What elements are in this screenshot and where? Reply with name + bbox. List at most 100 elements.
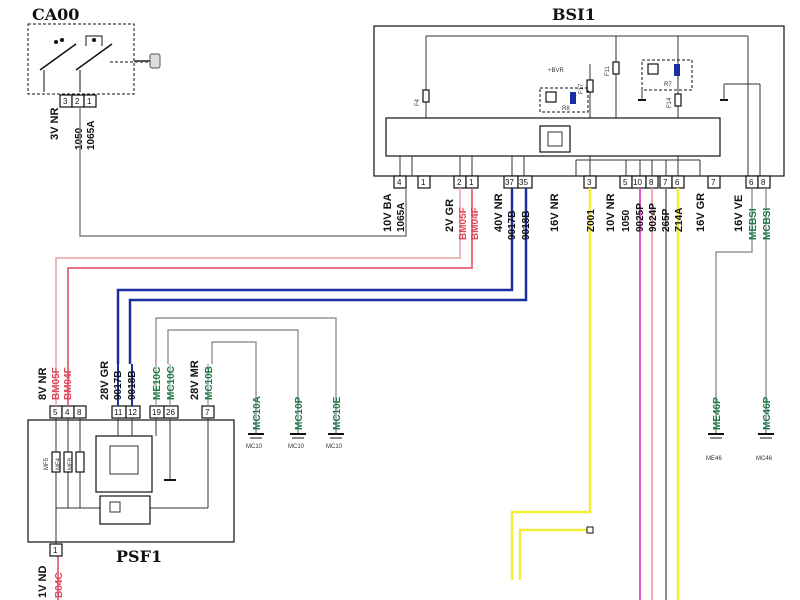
- fuse-icon: [63, 451, 73, 473]
- ground-icon: MC10E MC10: [326, 396, 344, 450]
- ca00-component[interactable]: CA00 3 2 1 3V NR 1050 1065A: [27, 5, 161, 150]
- psf1-connector-label: 1V ND: [37, 566, 49, 598]
- fuse-icon: [612, 61, 620, 75]
- microcontroller-icon: [539, 125, 571, 153]
- wire-label: 9017B: [113, 371, 124, 400]
- bsi1-connector-label: 2V GR: [444, 199, 456, 232]
- splice-point: [586, 526, 594, 534]
- ground-wire-label: MC46P: [762, 396, 773, 430]
- fuse-icon: [586, 79, 594, 93]
- wire-label: B04C: [54, 572, 65, 598]
- wire-label: MC10C: [166, 366, 177, 400]
- bsi1-pin: 10: [633, 178, 642, 187]
- ground-icon: MC10A MC10: [246, 396, 264, 450]
- psf1-connector-label: 8V NR: [37, 368, 49, 400]
- wire-label: 9024P: [648, 203, 659, 232]
- supply-label: +BVR: [548, 68, 565, 74]
- bsi1-wire-labels: 1065A BM05F BM04F 9017B 9018B Z001 1050 …: [396, 203, 773, 240]
- bsi1-pin: 5: [623, 178, 628, 187]
- wire-label: ME10C: [152, 367, 163, 400]
- ca00-pin: 2: [75, 97, 80, 106]
- wire-label: MCBSI: [762, 208, 773, 240]
- fuse-icon: [51, 451, 61, 473]
- bsi1-pin: 35: [519, 178, 528, 187]
- psf1-pin: 7: [205, 408, 210, 417]
- bsi1-connector-label: 16V GR: [695, 193, 707, 232]
- bsi1-component[interactable]: BSI1 F4 F17 F11 F14 +BVR R8 R7: [373, 5, 785, 232]
- fuse-icon: [422, 89, 430, 103]
- bsi1-connector-label: 16V NR: [549, 193, 561, 232]
- ground-wire-label: MC10A: [252, 396, 263, 430]
- ground-wire-label: MC10E: [332, 396, 343, 430]
- ground-label: MC10: [326, 444, 343, 450]
- psf1-pin: 19: [152, 408, 161, 417]
- fuse-label: MF8: [68, 457, 74, 470]
- fuse-label: MF5: [44, 457, 50, 470]
- relay-label: R8: [562, 106, 570, 112]
- wire-label: 9018B: [521, 211, 532, 240]
- wire-label: 1050: [621, 209, 632, 232]
- ca00-connector-label: 3V NR: [49, 108, 61, 140]
- bsi1-pin: 1: [421, 178, 426, 187]
- svg-text:8: 8: [77, 408, 82, 417]
- bsi1-pin: 8: [649, 178, 654, 187]
- psf1-pin: 12: [128, 408, 137, 417]
- bsi1-pin: 2: [457, 178, 462, 187]
- wire-label: BM05F: [458, 207, 469, 240]
- psf1-component[interactable]: 5 4 8 11 12 19 26 7 8V NR BM05F BM04F 28…: [27, 360, 235, 598]
- psf1-pin: 4: [65, 408, 70, 417]
- bsi1-pin: 6: [675, 178, 680, 187]
- bsi1-connector-label: 16V VE: [733, 195, 745, 232]
- wire-label: MC10B: [204, 366, 215, 400]
- fuse-icon: [75, 451, 85, 473]
- ground-icon: MC46P MC46: [756, 396, 774, 462]
- fuse-label: MF4: [56, 457, 62, 470]
- ground-label: MC46: [756, 456, 773, 462]
- ground-label: ME46: [706, 456, 722, 462]
- relay-r8: [539, 87, 589, 113]
- bsi1-connector-label: 10V BA: [382, 193, 394, 232]
- fuse-label: F4: [415, 98, 421, 106]
- ground-points: MC10A MC10 MC10P MC10 MC10E MC10 ME46P M…: [246, 396, 774, 462]
- ground-wire-label: ME46P: [712, 397, 723, 430]
- wire-label: BM04F: [470, 207, 481, 240]
- fuse-icon: [674, 93, 682, 107]
- bsi1-title: BSI1: [552, 5, 596, 24]
- bsi1-pin: 3: [587, 178, 592, 187]
- psf1-connector-label: 28V MR: [189, 360, 201, 400]
- wire-label: 1065A: [86, 121, 97, 150]
- bsi1-pin: 8: [761, 178, 766, 187]
- ignition-key-icon: [134, 53, 161, 69]
- wire-label: BM05F: [51, 367, 62, 400]
- control-module: [95, 435, 153, 493]
- ca00-title: CA00: [32, 5, 79, 24]
- psf1-pin: 5: [53, 408, 58, 417]
- bsi1-pin: 37: [505, 178, 514, 187]
- wire-label: 9018B: [127, 371, 138, 400]
- ground-icon: MC10P MC10: [288, 396, 306, 450]
- bsi1-pin: 6: [749, 178, 754, 187]
- chip-icon: [109, 445, 139, 475]
- wire-label: BM04F: [63, 367, 74, 400]
- bsi1-pin: 1: [469, 178, 474, 187]
- wire-label: MEBSI: [748, 208, 759, 240]
- psf1-connector-label: 28V GR: [99, 361, 111, 400]
- psf1-pin: 26: [166, 408, 175, 417]
- psf1-pin: 11: [114, 408, 123, 417]
- wire-label: Z14A: [674, 208, 685, 232]
- wire-label: 9025P: [635, 203, 646, 232]
- bsi1-pin: 7: [711, 178, 716, 187]
- wires: [55, 107, 767, 600]
- ca00-pin: 3: [63, 97, 68, 106]
- relay-module: [99, 495, 151, 525]
- fuse-label: F11: [605, 65, 611, 76]
- psf1-title: PSF1: [116, 547, 162, 566]
- wire-label: 265P: [661, 208, 672, 232]
- wire-label: 1065A: [396, 203, 407, 232]
- ground-label: MC10: [246, 444, 263, 450]
- relay-r7: [641, 59, 693, 91]
- bsi1-pin: 4: [397, 178, 402, 187]
- ground-label: MC10: [288, 444, 305, 450]
- ca00-pin: 1: [87, 97, 92, 106]
